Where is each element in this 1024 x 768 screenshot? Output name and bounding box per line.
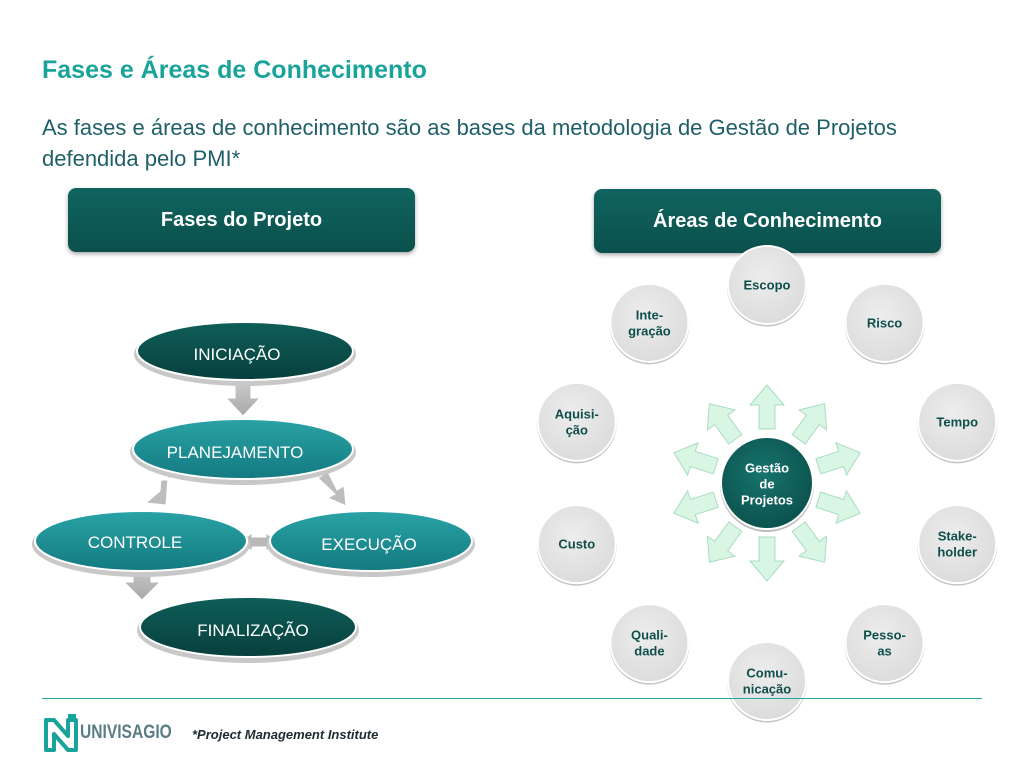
- area-label-line: Stake-: [938, 529, 977, 544]
- phase-planejamento: PLANEJAMENTO: [130, 418, 356, 485]
- area-arrow-tempo: [815, 441, 861, 477]
- slide-title: Fases e Áreas de Conhecimento: [42, 56, 427, 84]
- area-node-risco: Risco: [844, 282, 925, 365]
- univisagio-logo-icon: [44, 714, 78, 752]
- area-label-line: Projetos: [741, 493, 793, 508]
- area-node-escopo: Escopo: [727, 245, 807, 327]
- phases-header: Fases do Projeto: [68, 188, 415, 252]
- brand-name: UNIVISAGIO: [80, 722, 172, 743]
- phase-controle-label: CONTROLE: [88, 533, 182, 552]
- area-arrow-aquisicao: [673, 441, 719, 477]
- footer-divider: [42, 698, 982, 699]
- area-arrow-pessoas: [791, 521, 828, 563]
- phase-iniciacao: INICIAÇÃO: [134, 321, 356, 386]
- area-arrow-comunicacao: [748, 536, 786, 582]
- footnote: *Project Management Institute: [192, 727, 379, 742]
- area-arrow-qualidade: [706, 521, 743, 563]
- phase-execucao: EXECUÇÃO: [267, 510, 475, 577]
- area-label-line: Gestão: [745, 461, 789, 476]
- area-label-line: as: [877, 644, 891, 659]
- phase-finalizacao-label: FINALIZAÇÃO: [197, 621, 308, 640]
- phase-arrow-planejamento-execucao: [317, 471, 347, 507]
- area-label-line: de: [759, 477, 774, 492]
- phase-execucao-label: EXECUÇÃO: [321, 535, 416, 554]
- phase-controle: CONTROLE: [32, 510, 250, 577]
- area-label-line: nicação: [743, 682, 791, 697]
- area-node-tempo: Tempo: [917, 381, 998, 464]
- area-label-line: Aquisi-: [555, 406, 599, 421]
- area-node-custo: Custo: [536, 504, 617, 586]
- area-label-line: dade: [634, 644, 664, 659]
- area-node-aquisicao: Aquisi-ção: [536, 381, 617, 464]
- area-label-line: Quali-: [631, 628, 668, 643]
- area-node-comunicacao: Comu-nicação: [727, 641, 807, 723]
- area-label-line: Tempo: [936, 414, 978, 429]
- area-arrow-escopo: [748, 384, 786, 430]
- area-label-line: Inte-: [636, 307, 663, 322]
- area-node-stakeholder: Stake-holder: [917, 504, 998, 586]
- areas-header-label: Áreas de Conhecimento: [653, 209, 882, 232]
- phase-finalizacao: FINALIZAÇÃO: [137, 596, 359, 663]
- area-arrow-integracao: [706, 403, 743, 445]
- slide-subtitle: As fases e áreas de conhecimento são as …: [42, 115, 897, 171]
- area-label-line: Risco: [867, 315, 902, 330]
- area-label-line: Comu-: [746, 666, 787, 681]
- phase-iniciacao-label: INICIAÇÃO: [194, 345, 281, 364]
- phases-header-label: Fases do Projeto: [160, 208, 323, 231]
- area-label-line: Escopo: [744, 278, 791, 293]
- phase-planejamento-label: PLANEJAMENTO: [167, 443, 304, 462]
- area-node-pessoas: Pesso-as: [844, 603, 925, 685]
- area-node-qualidade: Quali-dade: [609, 603, 690, 685]
- area-arrow-custo: [673, 489, 719, 525]
- areas-header: Áreas de Conhecimento: [594, 189, 941, 253]
- area-label-line: ção: [566, 422, 588, 437]
- area-arrow-stakeholder: [815, 489, 861, 525]
- area-arrow-risco: [791, 403, 828, 445]
- area-label-line: holder: [937, 545, 977, 560]
- area-label-line: gração: [628, 323, 671, 338]
- area-nodes: EscopoRiscoTempoStake-holderPesso-asComu…: [536, 245, 998, 723]
- area-arrows: [673, 384, 861, 582]
- area-label-line: Pesso-: [863, 628, 906, 643]
- area-label-line: Custo: [558, 537, 595, 552]
- area-node-integracao: Inte-gração: [609, 282, 690, 365]
